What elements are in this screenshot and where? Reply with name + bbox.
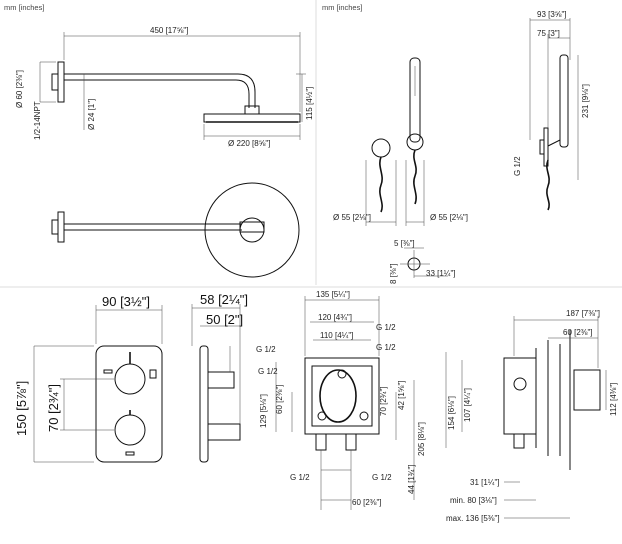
rough-w-inner-label: 110 [4¼"] (320, 331, 353, 340)
hand-depth-label: 93 [3⅝"] (537, 10, 567, 19)
rough-bottom-60-label: 60 [2⅜"] (352, 498, 382, 507)
rough-h-42-label: 42 [1⅝"] (397, 380, 406, 410)
hand-thread-label: G 1/2 (513, 156, 522, 176)
side-min-80-label: min. 80 [3⅛"] (450, 496, 497, 505)
rough-w-mid-label: 120 [4¾"] (318, 313, 352, 322)
hand-shower-views (365, 18, 579, 278)
rough-w-outer-label: 135 [5¼"] (316, 290, 350, 299)
side-max-136-label: max. 136 [5⅜"] (446, 514, 500, 523)
hand-small-a-label: 5 [⅜"] (394, 239, 415, 248)
head-drop-label: 115 [4½"] (305, 87, 314, 120)
head-arm-dia-label: Ø 24 [1"] (87, 99, 96, 130)
side-depth-total-label: 187 [7⅜"] (566, 309, 600, 318)
head-flange-dia-label: Ø 60 [2⅜"] (15, 70, 24, 108)
rough-conn-3-label: G 1/2 (376, 343, 396, 352)
side-h-154-label: 154 [6⅛"] (447, 396, 456, 430)
rough-conn-6-label: G 1/2 (372, 473, 392, 482)
rough-h-70-label: 70 [2¾"] (379, 386, 388, 416)
head-shower-top-view (51, 182, 300, 278)
head-shower-front-view (39, 32, 306, 140)
rough-h-129-label: 129 [5⅛"] (259, 394, 268, 428)
units-note-left: mm [inches] (4, 3, 44, 12)
head-arm-length-label: 450 [17⅝"] (150, 26, 188, 35)
rough-h-44-label: 44 [1¾"] (407, 464, 416, 494)
hand-small-c-label: 33 [1¼"] (426, 269, 456, 278)
rough-h-205-label: 205 [8⅛"] (417, 422, 426, 456)
rough-conn-5-label: G 1/2 (290, 473, 310, 482)
hand-outlet-dia-label: Ø 55 [2⅛"] (333, 213, 371, 222)
trim-height-label: 150 [5⅞"] (14, 381, 29, 436)
hand-offset-label: 75 [3"] (537, 29, 560, 38)
side-depth-60-label: 60 [2⅜"] (563, 328, 593, 337)
trim-spacing-label: 70 [2¾"] (46, 384, 61, 432)
rough-conn-1-label: G 1/2 (376, 323, 396, 332)
trim-depth-b-label: 50 [2"] (206, 312, 243, 327)
side-h-107-label: 107 [4¼"] (463, 388, 472, 422)
rough-h-60-label: 60 [2⅜"] (275, 384, 284, 414)
trim-plate-views (33, 304, 241, 463)
hand-holder-dia-label: Ø 55 [2⅛"] (430, 213, 468, 222)
hand-small-b-label: 8 [⅜"] (389, 263, 398, 284)
head-thread-label: 1/2-14NPT (33, 101, 42, 140)
rough-in-valve-front (275, 296, 415, 510)
side-min-31-label: 31 [1¼"] (470, 478, 500, 487)
units-note-right: mm [inches] (322, 3, 362, 12)
rough-in-valve-side (445, 316, 607, 519)
side-h-112-label: 112 [4⅜"] (609, 383, 618, 416)
hand-height-label: 231 [9⅛"] (581, 84, 590, 118)
trim-depth-a-label: 58 [2¼"] (200, 292, 248, 307)
rough-conn-4-label: G 1/2 (258, 367, 278, 376)
rough-conn-2-label: G 1/2 (256, 345, 276, 354)
head-dia-label: Ø 220 [8⅝"] (228, 139, 270, 148)
trim-width-label: 90 [3½"] (102, 294, 150, 309)
